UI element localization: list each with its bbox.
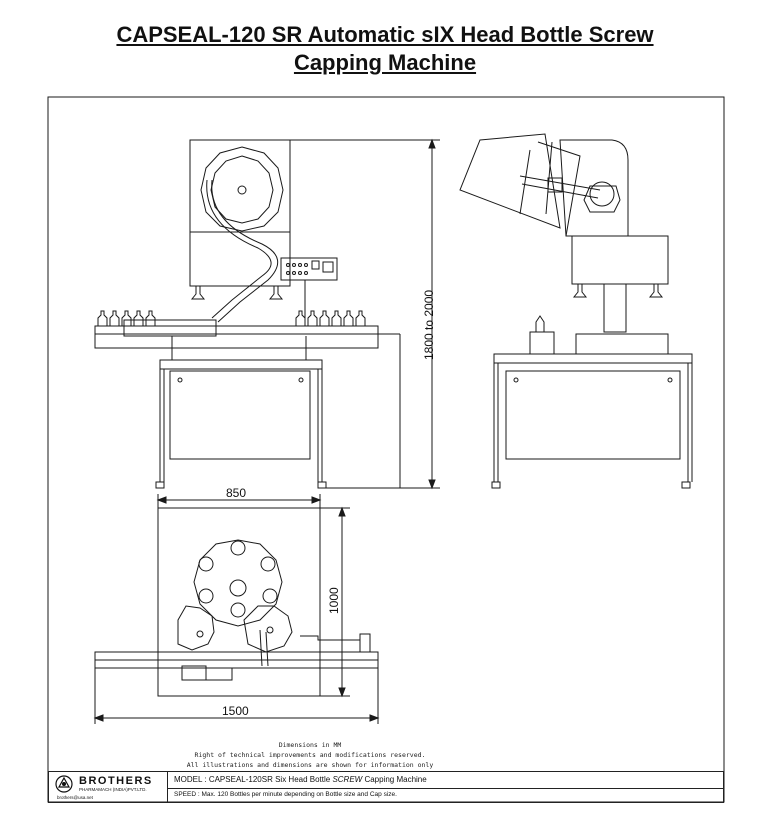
side-view [459, 133, 693, 489]
top-view [94, 507, 379, 697]
model-prefix: MODEL : CAPSEAL-120SR Six Head Bottle [174, 775, 333, 784]
drawing-title-line-1: CAPSEAL-120 SR Automatic sIX Head Bottle… [116, 22, 654, 47]
model-row: MODEL : CAPSEAL-120SR Six Head Bottle SC… [168, 772, 723, 789]
drawing-frame [47, 96, 725, 803]
depth-dimension [320, 506, 350, 698]
depth-dimension-label: 1000 [327, 587, 341, 614]
model-suffix: Capping Machine [362, 775, 427, 784]
width-dimension [156, 494, 322, 508]
brothers-logo-icon [55, 775, 73, 793]
brand-company: PHARMAMACH (INDIA)PVT.LTD. [79, 787, 147, 792]
logo-cell: BROTHERS PHARMAMACH (INDIA)PVT.LTD. brot… [49, 772, 168, 802]
title-block: BROTHERS PHARMAMACH (INDIA)PVT.LTD. brot… [48, 771, 724, 803]
height-dimension [290, 138, 440, 490]
speed-row: SPEED : Max. 120 Bottles per minute depe… [174, 791, 397, 798]
height-dimension-label: 1800 to 2000 [422, 290, 436, 360]
front-view [94, 139, 379, 489]
drawing-notes: Dimensions in MM Right of technical impr… [160, 740, 460, 770]
brand-email: brothers@usa.net [57, 795, 93, 800]
model-emphasis: SCREW [332, 775, 363, 784]
brand-name: BROTHERS [79, 775, 153, 787]
rights-note: Right of technical improvements and modi… [194, 751, 426, 759]
info-note: All illustrations and dimensions are sho… [186, 761, 434, 769]
width-dimension-label: 850 [226, 486, 246, 500]
length-dimension-label: 1500 [222, 704, 249, 718]
drawing-title-line-2: Capping Machine [293, 50, 477, 75]
units-note: Dimensions in MM [278, 741, 342, 749]
length-dimension [93, 668, 380, 724]
